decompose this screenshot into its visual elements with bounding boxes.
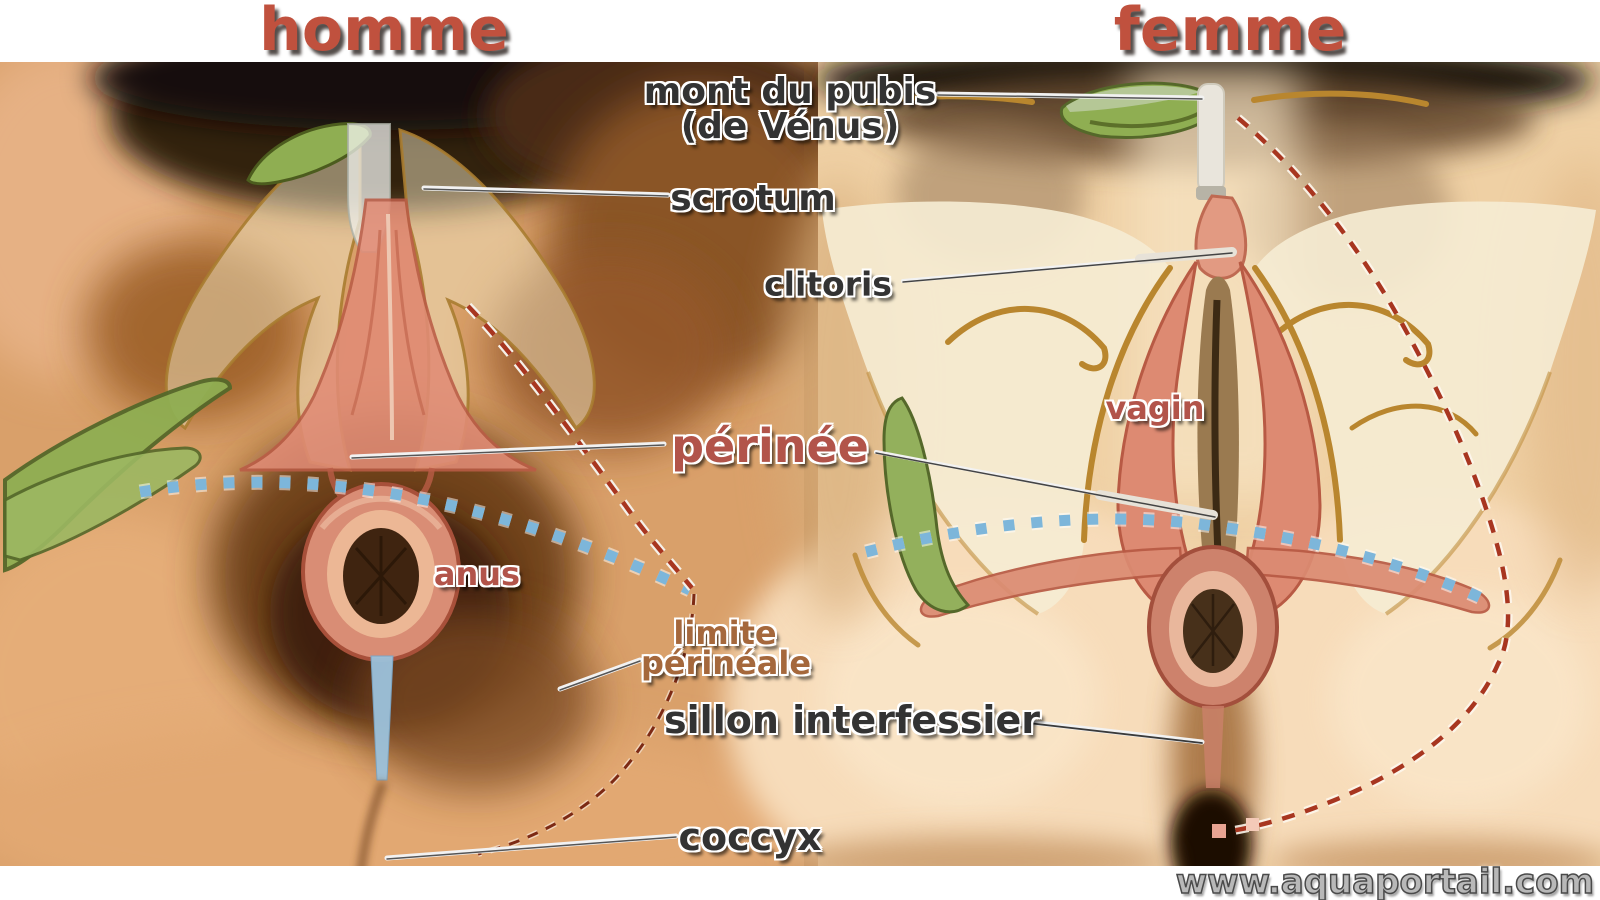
- title-femme: femme: [1113, 0, 1347, 65]
- female-panel-illustration: [725, 0, 1600, 900]
- watermark-url: www.aquaportail.com: [1175, 862, 1595, 900]
- blue-dotted-perineal-line-male: [138, 474, 694, 597]
- label-coccyx: coccyx: [678, 815, 822, 859]
- label-mont-du-pubis-line2: (de Vénus): [680, 106, 900, 147]
- perineal-muscles-male: [239, 198, 537, 509]
- label-limite-perineale-line2: périnéale: [640, 644, 812, 682]
- title-bar: homme femme: [0, 0, 1600, 65]
- green-highlight-leaves-male: [2, 377, 233, 573]
- watermark-bar: [0, 866, 1600, 900]
- leader-limite-perineale: [557, 657, 643, 692]
- male-panel-photo: [0, 0, 850, 900]
- leader-perinee-right: [874, 450, 1218, 520]
- label-anus: anus: [433, 555, 521, 593]
- blue-dotted-perineal-line-female: [864, 511, 1498, 611]
- red-dashed-limit-male: [464, 302, 697, 857]
- label-scrotum: scrotum: [670, 178, 836, 219]
- anococcygeal-ligament-male: [370, 655, 394, 781]
- leader-coccyx: [384, 833, 679, 861]
- label-sillon-interfessier: sillon interfessier: [664, 698, 1040, 742]
- leader-lines: [349, 91, 1237, 861]
- label-limite-perineale-line1: limite: [673, 614, 777, 652]
- leader-mont-du-pubis: [935, 91, 1205, 101]
- title-homme: homme: [259, 0, 509, 65]
- anus-ring-female: [1147, 545, 1279, 788]
- leader-perinee-left: [349, 441, 667, 460]
- label-perinee: périnée: [671, 419, 869, 473]
- label-mont-du-pubis-line1: mont du pubis: [643, 71, 937, 112]
- anus-ring-male: [301, 482, 461, 662]
- label-vagin: vagin: [1105, 389, 1205, 427]
- leader-sillon-interfessier: [1025, 719, 1205, 745]
- red-dashed-limit-female: [1212, 114, 1513, 838]
- leader-clitoris: [901, 247, 1237, 283]
- clitoral-hood-strip-female: [1196, 83, 1226, 200]
- leader-scrotum: [421, 185, 671, 198]
- green-highlight-teardrop-female: [882, 396, 971, 614]
- label-clitoris: clitoris: [764, 264, 892, 304]
